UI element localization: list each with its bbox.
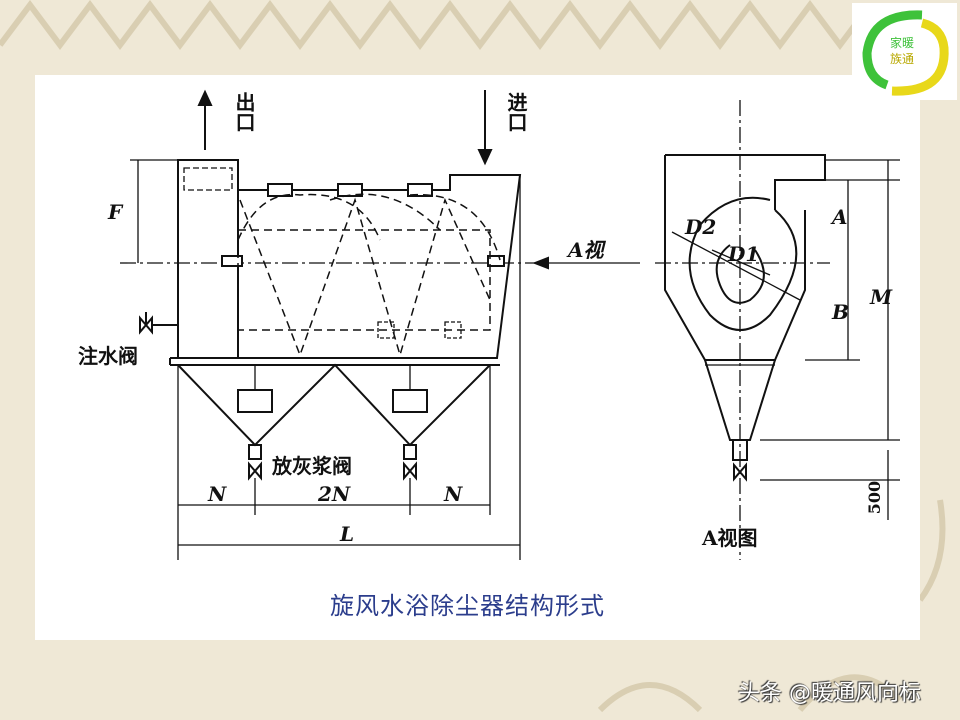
slurry-valve-right (403, 444, 417, 460)
d2-label: D2 (685, 215, 717, 239)
logo: 家暖 族通 (852, 3, 957, 100)
dim-a: A (832, 205, 848, 229)
water-valve-label: 注水阀 (78, 344, 138, 368)
outlet-label: 出口 (232, 92, 256, 132)
svg-text:家暖: 家暖 (890, 35, 914, 50)
slurry-valve-label: 放灰浆阀 (272, 454, 352, 478)
dim-n-right: N (444, 482, 463, 506)
inlet-label: 进口 (504, 92, 528, 132)
dim-2n: 2N (318, 482, 351, 506)
logo-swirl-icon: 家暖 族通 (862, 10, 949, 96)
diagram-title: 旋风水浴除尘器结构形式 (330, 592, 605, 620)
d1-label: D1 (728, 242, 760, 266)
dim-m: M (870, 285, 893, 309)
slurry-valve-left (248, 444, 262, 460)
a-view-arrow-label: A视 (568, 238, 604, 262)
svg-text:族通: 族通 (890, 52, 914, 66)
water-valve (139, 315, 153, 335)
dim-l: L (340, 522, 355, 546)
dim-500: 500 (865, 480, 885, 515)
dim-f: F (108, 200, 123, 224)
dim-n-left: N (208, 482, 227, 506)
dim-b: B (832, 300, 849, 324)
credit-watermark: 头条 @暖通风向标 (738, 681, 921, 706)
a-view-title: A视图 (702, 526, 758, 550)
